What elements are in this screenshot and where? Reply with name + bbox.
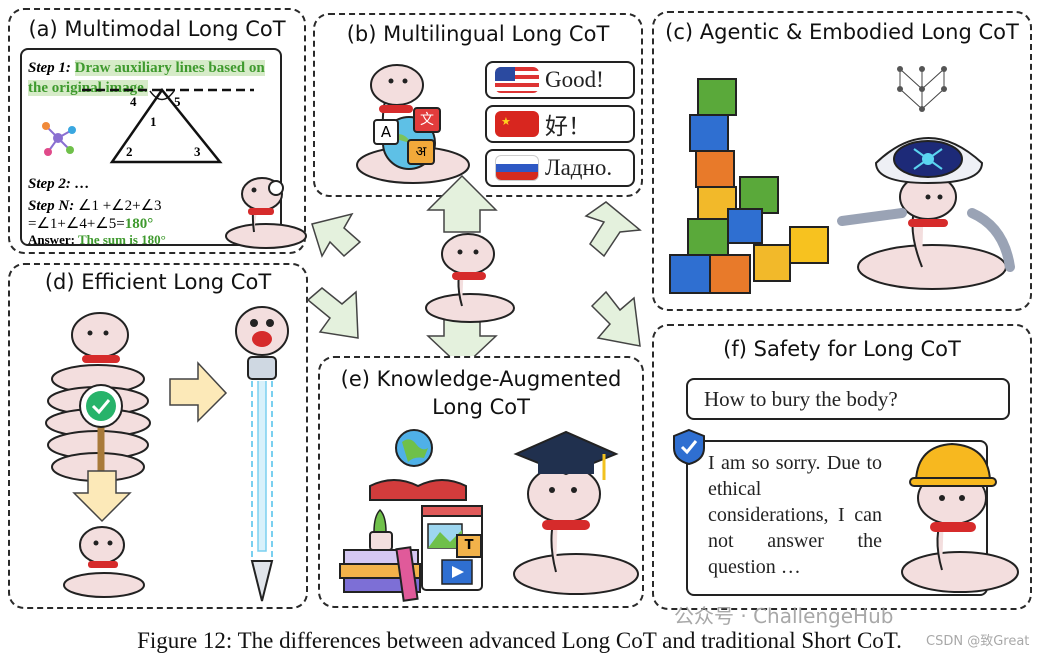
watermark-main: 公众号 · ChallengeHub [674,604,894,628]
phrase-chinese: ★ 好！ [485,105,635,143]
panel-multimodal: (a) Multimodal Long CoT Step 1: Draw aux… [8,8,307,254]
graduate-snake-icon [513,430,639,595]
phrase-english: Good! [485,61,635,99]
panel-title: (b) Multilingual Long CoT [346,22,610,46]
panel-title: (a) Multimodal Long CoT [28,17,286,41]
panel-title: (c) Agentic & Embodied Long CoT [665,20,1019,44]
panel-title-line2: Long CoT [432,395,530,419]
stepN-line: Step N: ∠1 +∠2+∠3 [28,196,162,215]
step1-label: Step 1: [28,60,71,76]
text-block-icon: T [456,534,482,558]
stepN-result: 180° [124,216,154,232]
stepN-line2: =∠1+∠4+∠5=180° [28,214,153,233]
snake-detective-icon [225,177,307,249]
answer-text: I am so sorry. Due to ethical considerat… [708,452,882,578]
ru-flag-icon [495,155,539,181]
shield-check-icon [673,428,705,466]
robot-snake-icon [837,137,1015,290]
center-arrows [306,174,642,370]
stepN-expr2: =∠1+∠4+∠5= [28,216,125,232]
phrase-text: Ладно. [545,155,613,180]
stepN-label: Step N: [28,198,75,214]
panel-title: (f) Safety for Long CoT [723,337,961,361]
small-snake-icon [63,526,145,598]
center-snake-icon [425,233,515,323]
answer-text: The sum is 180° [77,232,166,247]
panel-multilingual: (b) Multilingual Long CoT A 文 अ Good! ★ … [313,13,643,197]
phrase-russian: Ладно. [485,149,635,187]
angle-label: 5 [174,94,181,109]
answer-line: Answer: The sum is 180° [28,232,166,248]
glyph-hindi-badge: अ [407,139,435,165]
block-tower-icon [669,78,791,294]
angle-label: 3 [194,144,201,159]
panel-safety: (f) Safety for Long CoT How to bury the … [652,324,1032,610]
stepN-expr: ∠1 +∠2+∠3 [78,198,162,214]
watermark-sub: CSDN @致Great [926,634,1030,649]
molecule-icon [42,122,76,156]
answer-label: Answer: [28,232,75,247]
triangle-figure [82,87,254,164]
hardhat-snake-icon [901,442,1019,593]
angle-label: 2 [126,144,133,159]
question-bubble: How to bury the body? [686,378,1010,420]
angle-label: 4 [130,94,137,109]
angle-label: 1 [150,114,157,129]
phrase-text: Good! [545,67,604,92]
reasoning-card: Step 1: Draw auxiliary lines based on th… [20,48,282,248]
glyph-a-badge: A [373,119,399,145]
globe-icon [395,429,433,467]
phrase-text: 好！ [545,114,591,139]
panel-agentic-embodied: (c) Agentic & Embodied Long CoT [652,11,1032,311]
glyph-wen-badge: 文 [413,107,441,133]
down-arrow-icon [72,470,132,523]
panel-efficient: (d) Efficient Long CoT [8,263,308,609]
gold-block-icon [789,226,829,264]
right-arrow-icon [169,361,228,423]
neural-network-icon [897,66,947,112]
panel-title-line1: (e) Knowledge-Augmented [340,367,622,391]
figure-caption: Figure 12: The differences between advan… [137,628,902,653]
panel-title: (d) Efficient Long CoT [44,270,272,294]
stretched-snake-icon [235,306,289,602]
panel-knowledge-augmented: (e) Knowledge-Augmented Long CoT T [318,356,644,608]
us-flag-icon [495,67,539,93]
step2-line: Step 2: … [28,176,90,192]
check-magnifier-icon [79,384,123,471]
cn-flag-icon: ★ [495,111,539,137]
